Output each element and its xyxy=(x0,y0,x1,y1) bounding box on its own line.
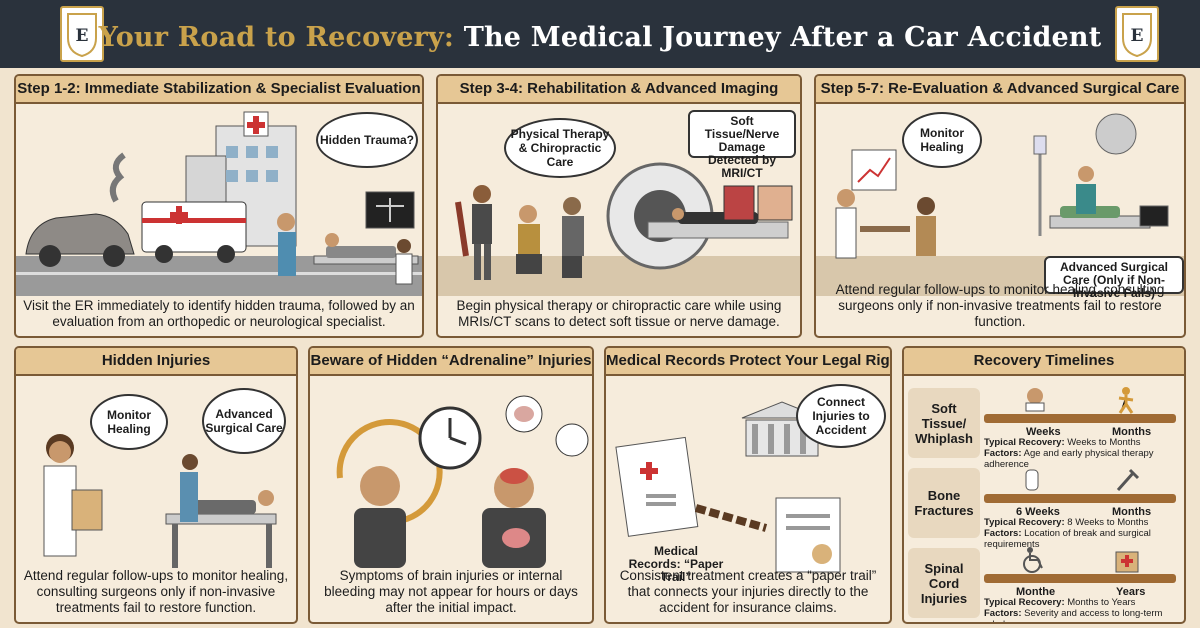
surgical-lamp-icon xyxy=(1095,113,1137,155)
walking-figure-icon xyxy=(1118,387,1134,414)
therapy-band-icon xyxy=(455,201,469,257)
timeline-row-bone-fractures: Bone Fractures 6 Weeks Months Typical Re… xyxy=(908,462,1180,550)
rehab-imaging-illustration: Physical Therapy & Chiropractic Care Sof… xyxy=(438,106,800,301)
timeline-label: Bone Fractures xyxy=(908,468,980,538)
monitor-healing-bubble: Monitor Healing xyxy=(902,112,982,168)
crutch-icon xyxy=(1116,468,1140,491)
firm-logo-left: E xyxy=(60,6,104,62)
wheelchair-icon xyxy=(1023,547,1043,573)
crashed-car-icon xyxy=(25,213,135,255)
timeline-bar xyxy=(984,414,1176,423)
svg-text:E: E xyxy=(1131,26,1144,46)
paper-trail-label: Medical Records: “Paper Trail” xyxy=(628,544,724,584)
panel-title: Medical Records Protect Your Legal Right… xyxy=(606,348,890,376)
records-illustration: Connect Injuries to Accident Medical Rec… xyxy=(606,378,890,584)
surgical-care-box: Advanced Surgical Care (Only if Non-Inva… xyxy=(1044,256,1184,300)
re-evaluation-illustration: Monitor Healing Advanced Surgical Care (… xyxy=(816,106,1184,301)
timeline-end: Months xyxy=(1112,426,1152,438)
timeline-label: Spinal Cord Injuries xyxy=(908,548,980,618)
timeline-factors: Factors: Age and early physical therapy … xyxy=(984,448,1154,470)
panel-title: Step 1-2: Immediate Stabilization & Spec… xyxy=(16,76,422,104)
timeline-factors: Factors: Location of break and surgical … xyxy=(984,528,1151,550)
surgical-care-bubble: Advanced Surgical Care xyxy=(202,388,286,454)
timeline-recovery: Typical Recovery: Weeks to Months xyxy=(984,437,1141,448)
timeline-start: 6 Weeks xyxy=(1016,506,1060,518)
doctor-icon xyxy=(278,232,296,276)
hidden-trauma-bubble: Hidden Trauma? xyxy=(316,112,418,168)
panel-title: Hidden Injuries xyxy=(16,348,296,376)
panel-hidden-injuries: Hidden Injuries Monitor Healing Advanced… xyxy=(14,346,298,624)
timeline-row-spinal-cord: Spinal Cord Injuries Monthe Years Typica… xyxy=(908,542,1180,622)
panel-caption: Consistent treatment creates a “paper tr… xyxy=(619,568,877,615)
timeline-end: Months xyxy=(1112,506,1152,518)
svg-text:E: E xyxy=(76,26,89,46)
neck-brace-icon xyxy=(1025,388,1045,412)
timeline-bar xyxy=(984,574,1176,583)
adrenaline-illustration xyxy=(310,378,592,583)
ambulance-icon xyxy=(141,201,247,253)
doctor-icon xyxy=(43,465,77,557)
panel-caption: Symptoms of brain injuries or internal b… xyxy=(324,568,578,615)
timeline-recovery: Typical Recovery: 8 Weeks to Months xyxy=(984,517,1149,528)
connect-injuries-bubble: Connect Injuries to Accident xyxy=(796,384,886,448)
panel-step-3-4: Step 3-4: Rehabilitation & Advanced Imag… xyxy=(436,74,802,338)
damage-detected-box: Soft Tissue/Nerve Damage Detected by MRI… xyxy=(688,110,796,180)
er-scene-illustration: Hidden Trauma? xyxy=(16,106,422,301)
timeline-row-soft-tissue: Soft Tissue/ Whiplash Weeks Months Typic… xyxy=(908,382,1180,470)
firm-logo-right: E xyxy=(1115,6,1159,62)
panel-title: Beware of Hidden “Adrenaline” Injuries xyxy=(310,348,592,376)
panel-caption: Begin physical therapy or chiropractic c… xyxy=(456,298,782,329)
chart-board-icon xyxy=(851,149,897,191)
scan-image-icon xyxy=(723,185,755,221)
timeline-factors: Factors: Severity and access to long-ter… xyxy=(984,608,1163,622)
timeline-label: Soft Tissue/ Whiplash xyxy=(908,388,980,458)
clipboard-icon xyxy=(71,489,103,531)
claim-form-icon xyxy=(775,497,841,573)
hospital-cross-icon xyxy=(247,116,265,134)
monitor-healing-bubble: Monitor Healing xyxy=(90,394,168,450)
timeline-end: Years xyxy=(1116,586,1146,598)
timeline-recovery: Typical Recovery: Months to Years xyxy=(984,597,1136,608)
surgeon-icon xyxy=(1076,184,1096,214)
follow-up-illustration: Monitor Healing Advanced Surgical Care xyxy=(16,378,296,583)
panel-title: Step 3-4: Rehabilitation & Advanced Imag… xyxy=(438,76,800,104)
therapy-bubble: Physical Therapy & Chiropractic Care xyxy=(504,118,616,178)
panel-title: Step 5-7: Re-Evaluation & Advanced Surgi… xyxy=(816,76,1184,104)
panel-caption: Visit the ER immediately to identify hid… xyxy=(23,298,415,329)
timeline-start: Weeks xyxy=(1026,426,1061,438)
page-header: E Your Road to Recovery: The Medical Jou… xyxy=(0,0,1200,68)
page-title: Your Road to Recovery: The Medical Journ… xyxy=(98,22,1102,53)
panel-step-1-2: Step 1-2: Immediate Stabilization & Spec… xyxy=(14,74,424,338)
panel-step-5-7: Step 5-7: Re-Evaluation & Advanced Surgi… xyxy=(814,74,1186,338)
panel-caption: Attend regular follow-ups to monitor hea… xyxy=(23,568,289,615)
chain-icon xyxy=(694,504,768,532)
hospital-building-icon xyxy=(1115,551,1139,573)
panel-medical-records: Medical Records Protect Your Legal Right… xyxy=(604,346,892,624)
panel-adrenaline-injuries: Beware of Hidden “Adrenaline” Injuries S… xyxy=(308,346,594,624)
panel-caption: Attend regular follow-ups to monitor hea… xyxy=(835,282,1165,329)
panel-recovery-timelines: Recovery Timelines Soft Tissue/ Whiplash… xyxy=(902,346,1186,624)
organ-icon xyxy=(555,423,589,457)
cast-icon xyxy=(1025,469,1039,491)
panel-title: Recovery Timelines xyxy=(904,348,1184,376)
medical-record-icon xyxy=(615,436,699,537)
timeline-bar xyxy=(984,494,1176,503)
timeline-start: Monthe xyxy=(1016,586,1056,598)
